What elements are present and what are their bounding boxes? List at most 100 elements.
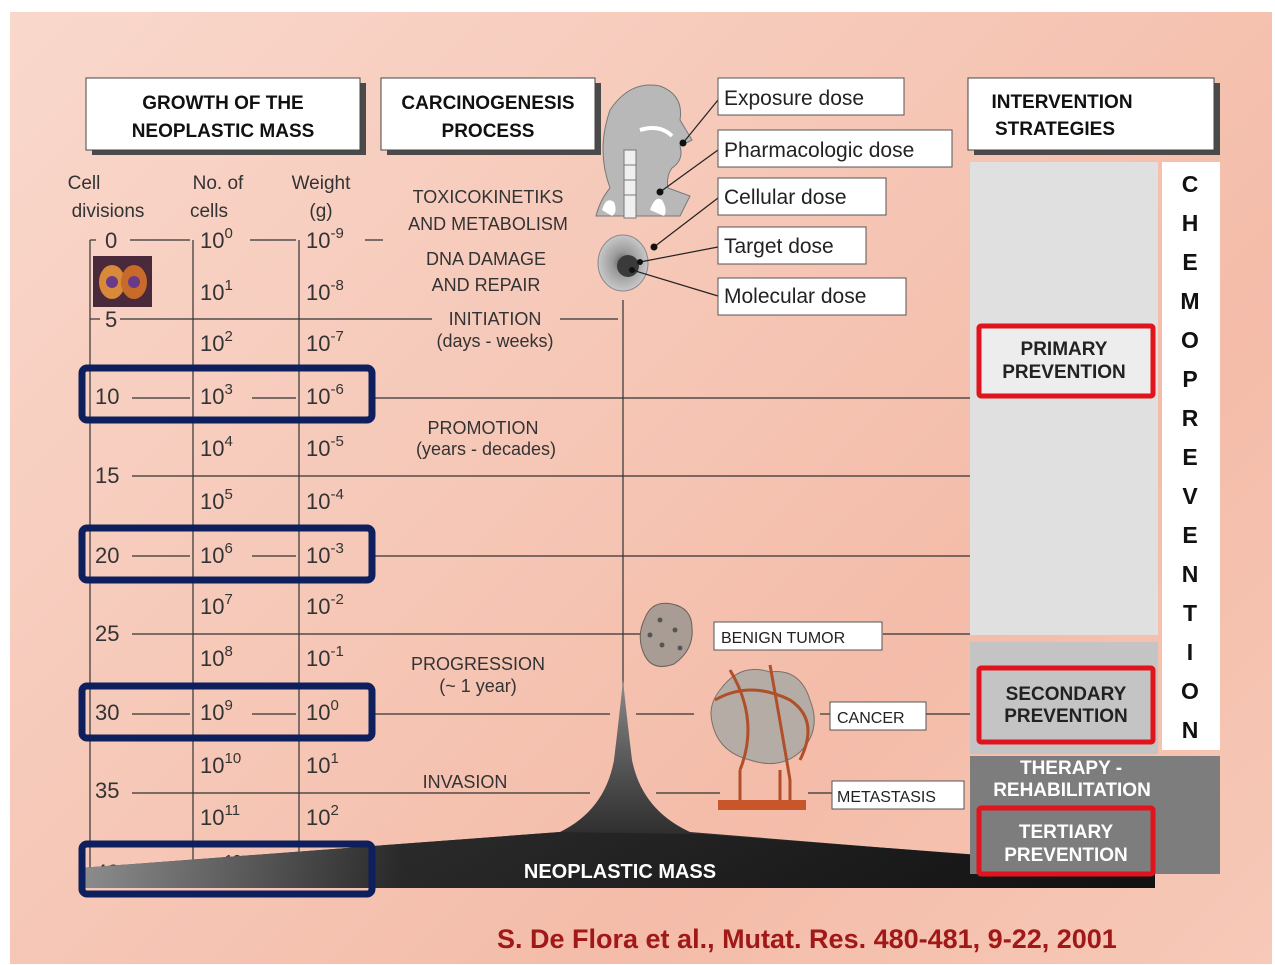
chemoprevention-letter: P (1182, 366, 1197, 392)
header-growth-line2: NEOPLASTIC MASS (132, 121, 315, 142)
cell-division-tick: 20 (95, 543, 119, 568)
svg-text:CANCER: CANCER (837, 710, 905, 727)
neoplastic-mass-shape (80, 300, 1155, 888)
cell-division-tick: 5 (105, 307, 117, 332)
process-dna-2: AND REPAIR (432, 275, 541, 295)
weight-tick: 10-1 (306, 643, 344, 671)
primary-prevention-box: PRIMARY PREVENTION (976, 323, 1156, 399)
chemoprevention-letter: O (1181, 327, 1199, 353)
col-label-divisions: divisions (72, 201, 145, 222)
header-carcinogenesis: CARCINOGENESIS PROCESS (380, 77, 601, 155)
cell-count-tick: 104 (200, 433, 233, 461)
cell-division-tick: 30 (95, 700, 119, 725)
benign-tumor-image (639, 602, 693, 667)
col-label-weight: Weight (292, 173, 352, 194)
chemoprevention-letter: N (1182, 717, 1199, 743)
citation: S. De Flora et al., Mutat. Res. 480-481,… (497, 924, 1117, 954)
weight-tick: 100 (306, 697, 339, 725)
chemoprevention-letter: E (1182, 249, 1197, 275)
chemoprevention-bar (1162, 162, 1220, 750)
svg-text:Cellular dose: Cellular dose (724, 186, 847, 209)
rehabilitation-label: REHABILITATION (993, 780, 1151, 801)
chemoprevention-letter: E (1182, 444, 1197, 470)
therapy-label: THERAPY - (1020, 758, 1122, 779)
chemoprevention-letter: C (1182, 171, 1199, 197)
process-promotion: PROMOTION (428, 418, 539, 438)
dose-connector-dots (629, 139, 687, 273)
cell-count-tick: 1011 (200, 802, 240, 830)
cell-count-ticks: 1001011021031041051061071081091010101110… (200, 225, 241, 880)
cell-count-tick: 1010 (200, 750, 241, 778)
svg-text:Molecular dose: Molecular dose (724, 285, 866, 308)
dose-box-cellular: Cellular dose (717, 177, 887, 216)
chemoprevention-letter: I (1187, 639, 1193, 665)
svg-text:PRIMARY: PRIMARY (1021, 339, 1108, 360)
cell-division-ticks: 0510152025303540 (95, 228, 119, 885)
chemoprevention-letter: N (1182, 561, 1199, 587)
header-carcinogenesis-line1: CARCINOGENESIS (401, 93, 574, 114)
process-invasion: INVASION (423, 772, 508, 792)
cancer-tumor-image (710, 664, 815, 810)
weight-tick: 10-6 (306, 381, 344, 409)
chemoprevention-letter: R (1182, 405, 1199, 431)
dose-box-molecular: Molecular dose (717, 277, 907, 316)
process-initiation-time: (days - weeks) (436, 331, 553, 351)
dose-connectors (631, 99, 719, 297)
highlight-40 (78, 840, 376, 898)
metastasis-tag: METASTASIS (831, 780, 965, 810)
svg-text:Exposure dose: Exposure dose (724, 87, 864, 110)
chemoprevention-letter: V (1182, 483, 1198, 509)
highlight-10 (78, 364, 376, 424)
cell-division-tick: 15 (95, 463, 119, 488)
process-dna-1: DNA DAMAGE (426, 249, 546, 269)
header-intervention-line2: STRATEGIES (995, 119, 1115, 140)
cell-count-tick: 102 (200, 328, 233, 356)
header-intervention-line1: INTERVENTION (991, 92, 1132, 113)
process-initiation: INITIATION (449, 309, 542, 329)
dose-box-target: Target dose (717, 226, 867, 265)
weight-tick: 10-2 (306, 591, 344, 619)
chemoprevention-letter: M (1180, 288, 1199, 314)
benign-tumor-tag: BENIGN TUMOR (713, 621, 883, 651)
dose-box-exposure: Exposure dose (717, 77, 905, 116)
svg-text:PREVENTION: PREVENTION (1002, 362, 1126, 383)
svg-text:METASTASIS: METASTASIS (837, 789, 936, 806)
dose-box-pharmacologic: Pharmacologic dose (717, 129, 953, 168)
highlight-boxes (78, 364, 376, 898)
process-promotion-time: (years - decades) (416, 439, 556, 459)
chemoprevention-letter: O (1181, 678, 1199, 704)
weight-tick: 102 (306, 802, 339, 830)
header-intervention: INTERVENTION STRATEGIES (967, 77, 1220, 155)
cancer-tag: CANCER (829, 701, 927, 731)
svg-text:Pharmacologic dose: Pharmacologic dose (724, 139, 914, 162)
weight-ticks: 10-910-810-710-610-510-410-310-210-11001… (306, 225, 344, 880)
col-label-cells: cells (190, 201, 228, 222)
header-growth-line1: GROWTH OF THE (142, 93, 303, 114)
chemoprevention-letter: E (1182, 522, 1197, 548)
process-progression: PROGRESSION (411, 654, 545, 674)
svg-text:BENIGN TUMOR: BENIGN TUMOR (721, 630, 845, 647)
tumor-cell-image (93, 256, 152, 307)
svg-text:Target dose: Target dose (724, 235, 834, 258)
cell-count-tick: 105 (200, 486, 233, 514)
chemoprevention-letter: H (1182, 210, 1199, 236)
weight-tick: 10-8 (306, 277, 344, 305)
cell-count-tick: 106 (200, 540, 233, 568)
weight-tick: 101 (306, 750, 339, 778)
cell-count-tick: 103 (200, 381, 233, 409)
process-toxicokinetics-2: AND METABOLISM (408, 214, 568, 234)
highlight-20 (78, 524, 376, 584)
neoplastic-mass-label: NEOPLASTIC MASS (524, 861, 716, 883)
cell-count-tick: 109 (200, 697, 233, 725)
process-toxicokinetics-1: TOXICOKINETIKS (413, 187, 564, 207)
weight-tick: 10-7 (306, 328, 344, 356)
col-label-no-of: No. of (193, 173, 244, 194)
svg-text:SECONDARY: SECONDARY (1006, 684, 1127, 705)
grid-lines (89, 239, 970, 868)
weight-tick: 10-9 (306, 225, 344, 253)
cell-count-tick: 101 (200, 277, 233, 305)
cell-division-tick: 35 (95, 778, 119, 803)
svg-text:PREVENTION: PREVENTION (1004, 706, 1128, 727)
